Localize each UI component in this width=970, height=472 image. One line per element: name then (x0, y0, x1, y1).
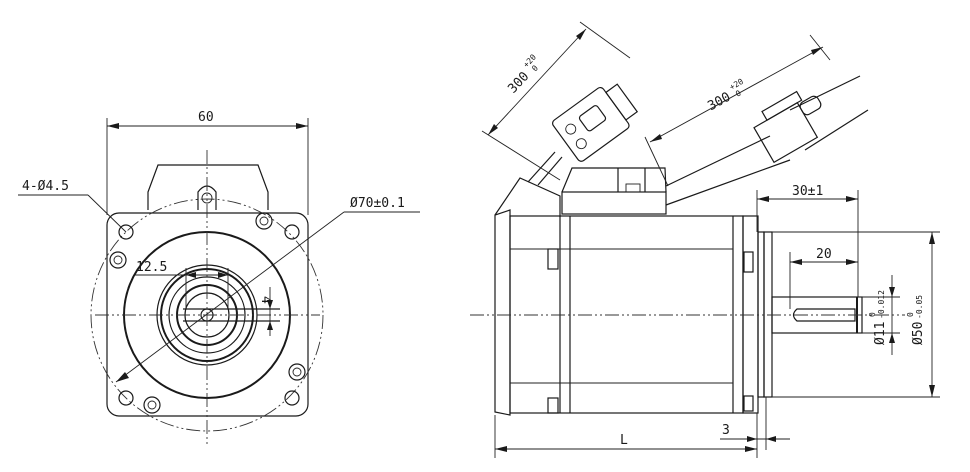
cable1-length-label: 300 (505, 69, 532, 96)
mount-holes-label: 4-Ø4.5 (22, 179, 69, 194)
shaft-diameter-label: Ø11 (873, 322, 888, 345)
cable2-length-label: 300 (705, 90, 733, 115)
pilot-dia-tol-lower: -0.05 (915, 295, 924, 319)
key-length-label: 20 (816, 247, 832, 262)
key-offset-label: 12.5 (136, 260, 167, 275)
pilot-diameter-label: Ø50 (911, 322, 926, 345)
cable1-tol-lower: 0 (530, 63, 540, 73)
flange-thickness-label: 3 (722, 423, 730, 438)
shaft-dia-tol-lower: -0.012 (877, 290, 886, 319)
key-width-label: 4 (258, 296, 273, 304)
body-length-label: L (620, 433, 628, 448)
cable2-tol-lower: 0 (734, 88, 743, 98)
shaft-length-label: 30±1 (792, 184, 823, 199)
pilot-dia-tol-upper: 0 (906, 312, 915, 317)
flange-width-label: 60 (198, 110, 214, 125)
side-view: 300 +20 0 300 +20 0 30±1 20 (470, 21, 940, 458)
bolt-circle-label: Ø70±0.1 (350, 196, 405, 211)
front-view: 60 4-Ø4.5 (18, 110, 420, 445)
shaft-dia-tol-upper: 0 (868, 312, 877, 317)
